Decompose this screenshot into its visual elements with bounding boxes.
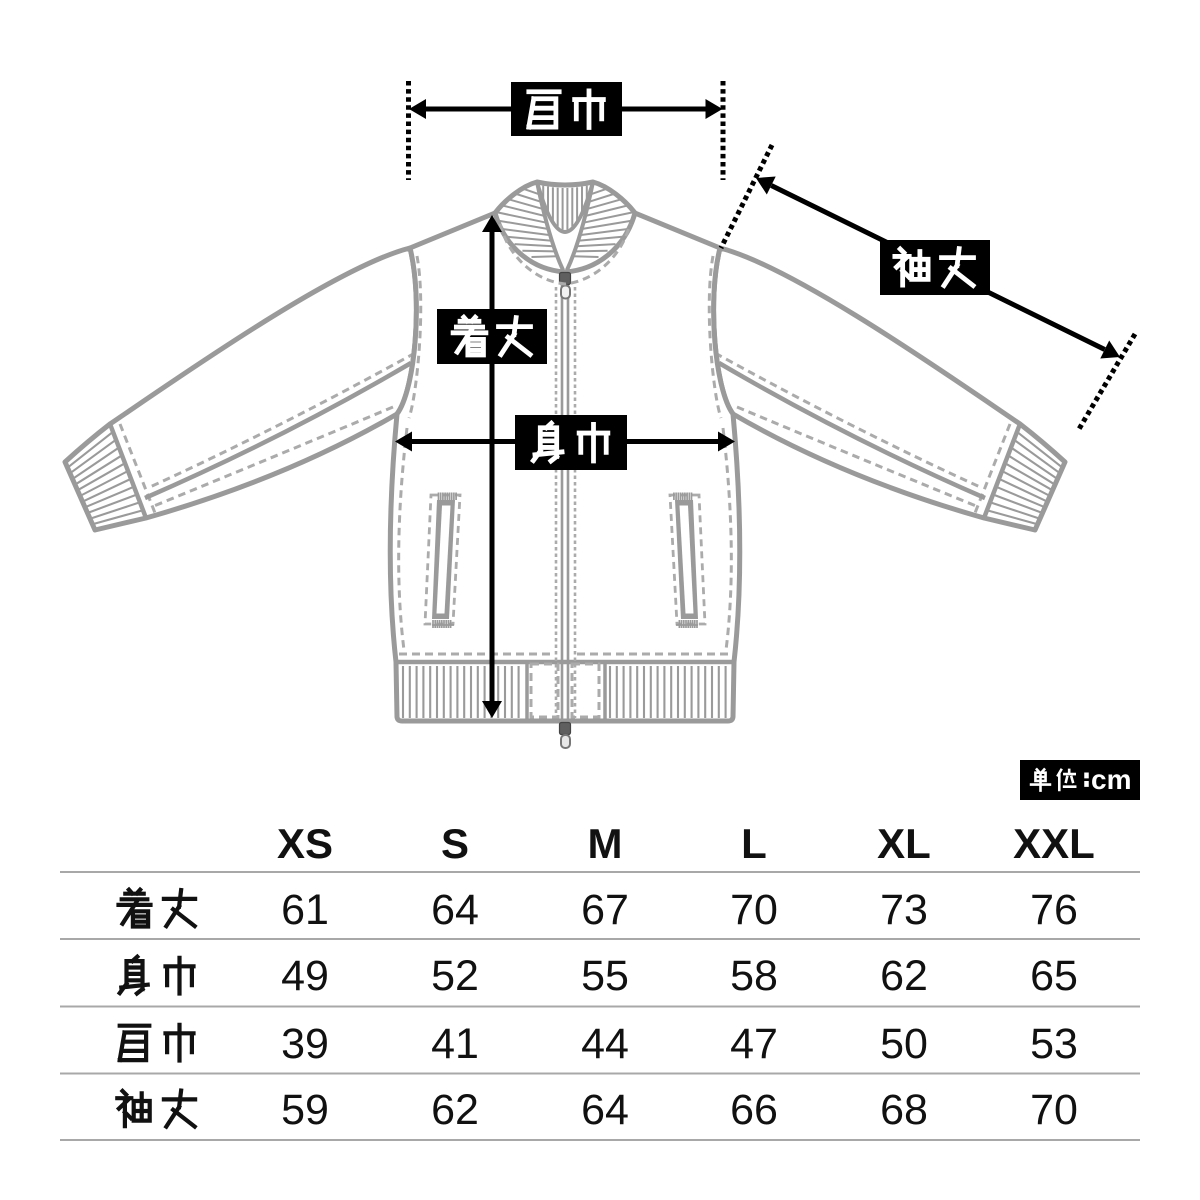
svg-text:55: 55: [581, 952, 629, 1000]
svg-text:XXL: XXL: [1013, 820, 1095, 867]
svg-text:70: 70: [1030, 1086, 1078, 1134]
svg-text:64: 64: [431, 886, 479, 934]
svg-text:65: 65: [1030, 952, 1078, 1000]
svg-text:L: L: [741, 820, 767, 867]
svg-text:62: 62: [880, 952, 928, 1000]
svg-text:76: 76: [1030, 886, 1078, 934]
svg-text:59: 59: [281, 1086, 329, 1134]
svg-text:XL: XL: [877, 820, 931, 867]
svg-text:58: 58: [730, 952, 778, 1000]
svg-text:61: 61: [281, 886, 329, 934]
svg-text:73: 73: [880, 886, 928, 934]
svg-text:62: 62: [431, 1086, 479, 1134]
svg-text:M: M: [588, 820, 623, 867]
svg-text:39: 39: [281, 1020, 329, 1068]
svg-text:S: S: [441, 820, 469, 867]
svg-text:68: 68: [880, 1086, 928, 1134]
svg-text:67: 67: [581, 886, 629, 934]
svg-text:66: 66: [730, 1086, 778, 1134]
svg-text:44: 44: [581, 1020, 629, 1068]
svg-text:52: 52: [431, 952, 479, 1000]
svg-text:41: 41: [431, 1020, 479, 1068]
svg-text:XS: XS: [277, 820, 333, 867]
svg-text:49: 49: [281, 952, 329, 1000]
svg-text:53: 53: [1030, 1020, 1078, 1068]
svg-text:47: 47: [730, 1020, 778, 1068]
svg-text:70: 70: [730, 886, 778, 934]
svg-text:cm: cm: [1091, 764, 1131, 795]
svg-text:64: 64: [581, 1086, 629, 1134]
svg-text:50: 50: [880, 1020, 928, 1068]
